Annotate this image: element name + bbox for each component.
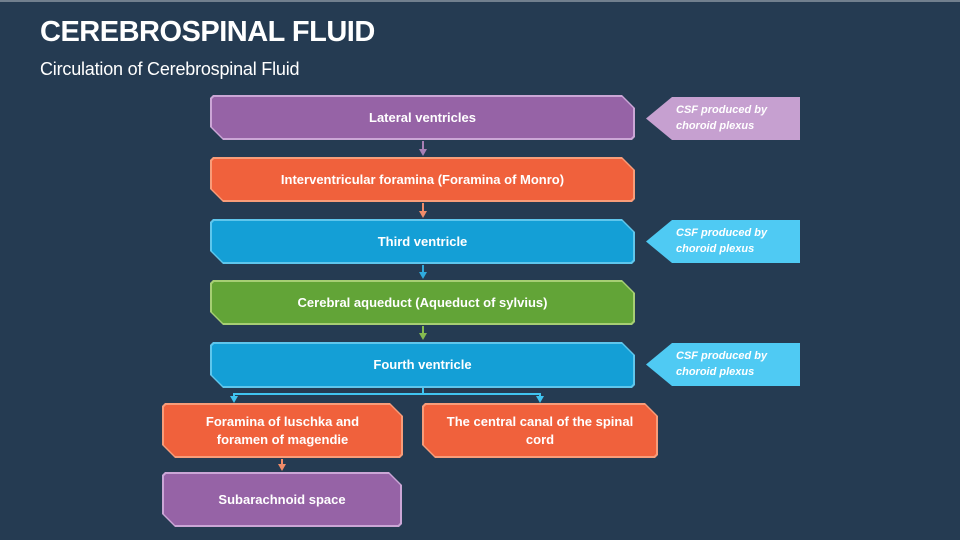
callout-csf-produced-third: CSF produced by choroid plexus (646, 220, 800, 263)
callout-csf-produced-fourth: CSF produced by choroid plexus (646, 343, 800, 386)
flow-node-interventricular-foramina: Interventricular foramina (Foramina of M… (210, 157, 635, 202)
callout-text-line2: choroid plexus (676, 242, 755, 255)
flow-node-face: Cerebral aqueduct (Aqueduct of sylvius) (212, 282, 633, 323)
flow-node-label: Cerebral aqueduct (Aqueduct of sylvius) (297, 294, 548, 310)
arrow-fourth-branch (230, 388, 544, 403)
flow-node-face: The central canal of the spinal cord (424, 405, 656, 456)
flow-node-label: Lateral ventricles (369, 109, 476, 125)
flow-node-face: Subarachnoid space (164, 474, 400, 525)
arrow-foramina-to-subarachnoid (278, 459, 286, 471)
arrow-lateral-to-interventricular (419, 141, 427, 156)
flow-node-face: Lateral ventricles (212, 97, 633, 138)
slide-subtitle: Circulation of Cerebrospinal Fluid (40, 59, 300, 79)
flow-node-foramina-luschka-magendie: Foramina of luschka and foramen of magen… (162, 403, 403, 458)
flow-node-label: The central canal of the spinal cord (446, 413, 634, 447)
callout-text-line1: CSF produced by (676, 350, 768, 363)
flow-node-lateral-ventricles: Lateral ventricles (210, 95, 635, 140)
flow-node-face: Foramina of luschka and foramen of magen… (164, 405, 401, 456)
flow-node-label: Subarachnoid space (218, 491, 346, 507)
slide-top-edge (0, 0, 960, 2)
slide-title: CEREBROSPINAL FLUID (40, 16, 375, 48)
flow-node-third-ventricle: Third ventricle (210, 219, 635, 264)
flow-node-label: Fourth ventricle (373, 357, 472, 373)
arrow-interventricular-to-third (419, 203, 427, 218)
callout-text-line1: CSF produced by (676, 104, 768, 117)
flow-node-label: Foramina of luschka and foramen of magen… (205, 413, 360, 447)
callout-text-line2: choroid plexus (676, 365, 755, 378)
arrow-aqueduct-to-fourth (419, 326, 427, 340)
flow-node-label: Interventricular foramina (Foramina of M… (280, 171, 565, 187)
flow-node-face: Interventricular foramina (Foramina of M… (212, 159, 633, 200)
flow-node-label: Third ventricle (377, 233, 468, 249)
arrow-third-to-aqueduct (419, 265, 427, 279)
flow-node-cerebral-aqueduct: Cerebral aqueduct (Aqueduct of sylvius) (210, 280, 635, 325)
flow-node-face: Fourth ventricle (212, 344, 633, 386)
flow-node-fourth-ventricle: Fourth ventricle (210, 342, 635, 388)
flow-node-central-canal: The central canal of the spinal cord (422, 403, 658, 458)
flow-node-face: Third ventricle (212, 221, 633, 262)
callout-csf-produced-lateral: CSF produced by choroid plexus (646, 97, 800, 140)
flow-node-subarachnoid-space: Subarachnoid space (162, 472, 402, 527)
callout-text-line1: CSF produced by (676, 227, 768, 240)
callout-text-line2: choroid plexus (676, 119, 755, 132)
